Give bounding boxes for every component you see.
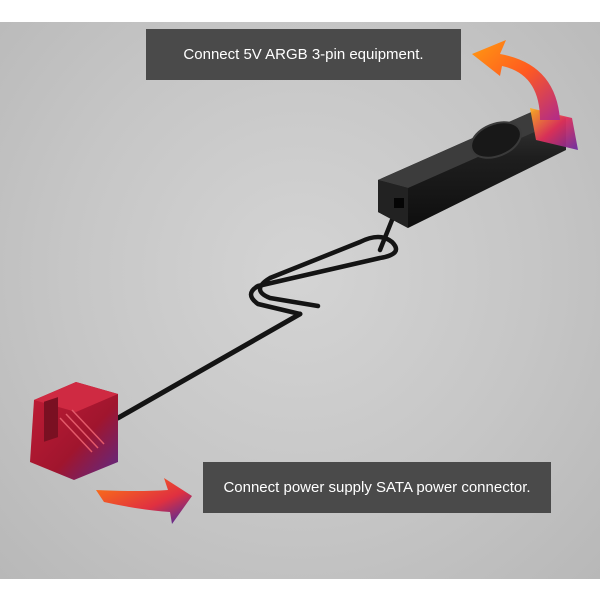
cable-lower: [115, 311, 303, 421]
curved-arrow-up-left-icon: [472, 40, 560, 120]
cable-upper: [377, 217, 395, 253]
product-photo: Connect 5V ARGB 3-pin equipment. Connect…: [0, 22, 600, 579]
cable-loop: [248, 234, 399, 317]
callout-sata: Connect power supply SATA power connecto…: [203, 462, 551, 513]
cable-illustration: [30, 40, 578, 524]
controller-hub: [378, 108, 578, 228]
callout-argb: Connect 5V ARGB 3-pin equipment.: [146, 29, 461, 80]
curved-arrow-right-icon: [96, 478, 192, 524]
sata-plug: [30, 382, 118, 480]
